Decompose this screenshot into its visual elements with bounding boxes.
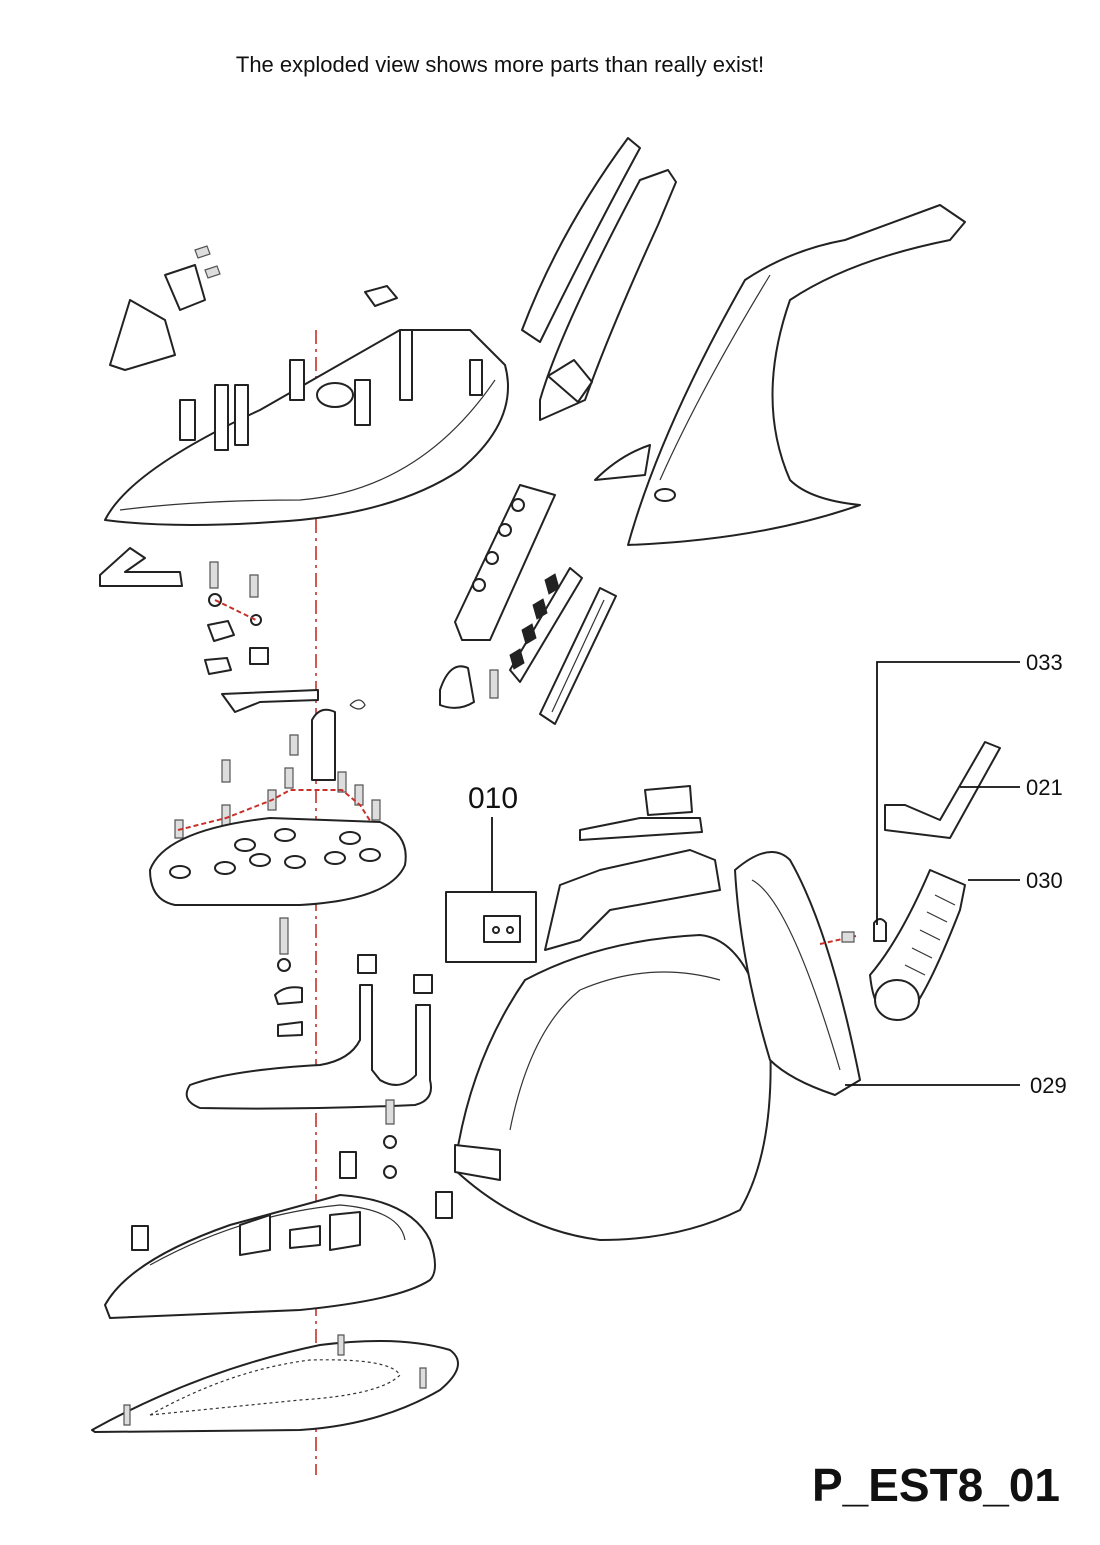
wedge-cover-part [594,444,651,481]
screw-group-upper [204,561,319,713]
heating-element-part [185,954,433,1110]
cord-guard-part [869,869,966,1021]
valve-part [289,699,366,781]
pcb-carrier-part [544,849,721,951]
cord-part [884,741,1001,839]
handle-rail-part [539,169,677,421]
button-set-part [509,567,583,683]
base-shell-part [104,1194,436,1319]
detail-box-label: 010 [468,782,518,815]
callout-021: 021 [1026,775,1063,800]
switch-detail-box [445,817,537,963]
callout-029: 029 [1030,1073,1067,1098]
handle-frame-part [627,204,966,546]
thermostat-part [274,917,303,1037]
rear-screw-part [819,931,857,945]
rear-cover-part [734,851,861,1096]
callout-030: 030 [1026,868,1063,893]
diagram-note: The exploded view shows more parts than … [235,52,765,77]
housing-cap-part [109,245,398,371]
trim-strip-part [99,547,183,587]
screw-group-middle [174,759,381,839]
callout-033: 033 [1026,650,1063,675]
leader-033 [876,661,1020,925]
small-knob-part [439,665,499,709]
button-frame-part [539,587,617,725]
clip-part [873,918,887,942]
steam-plate-part [149,817,407,906]
drawing-code: P_EST8_01 [811,1459,1060,1511]
upper-housing-part [104,329,509,526]
pcb-part [579,785,703,841]
button-carrier-part [454,484,556,641]
main-housing-part [454,934,772,1241]
handle-strip-part [521,137,641,343]
screw-group-lower [131,1099,453,1251]
soleplate-part [91,1334,459,1433]
